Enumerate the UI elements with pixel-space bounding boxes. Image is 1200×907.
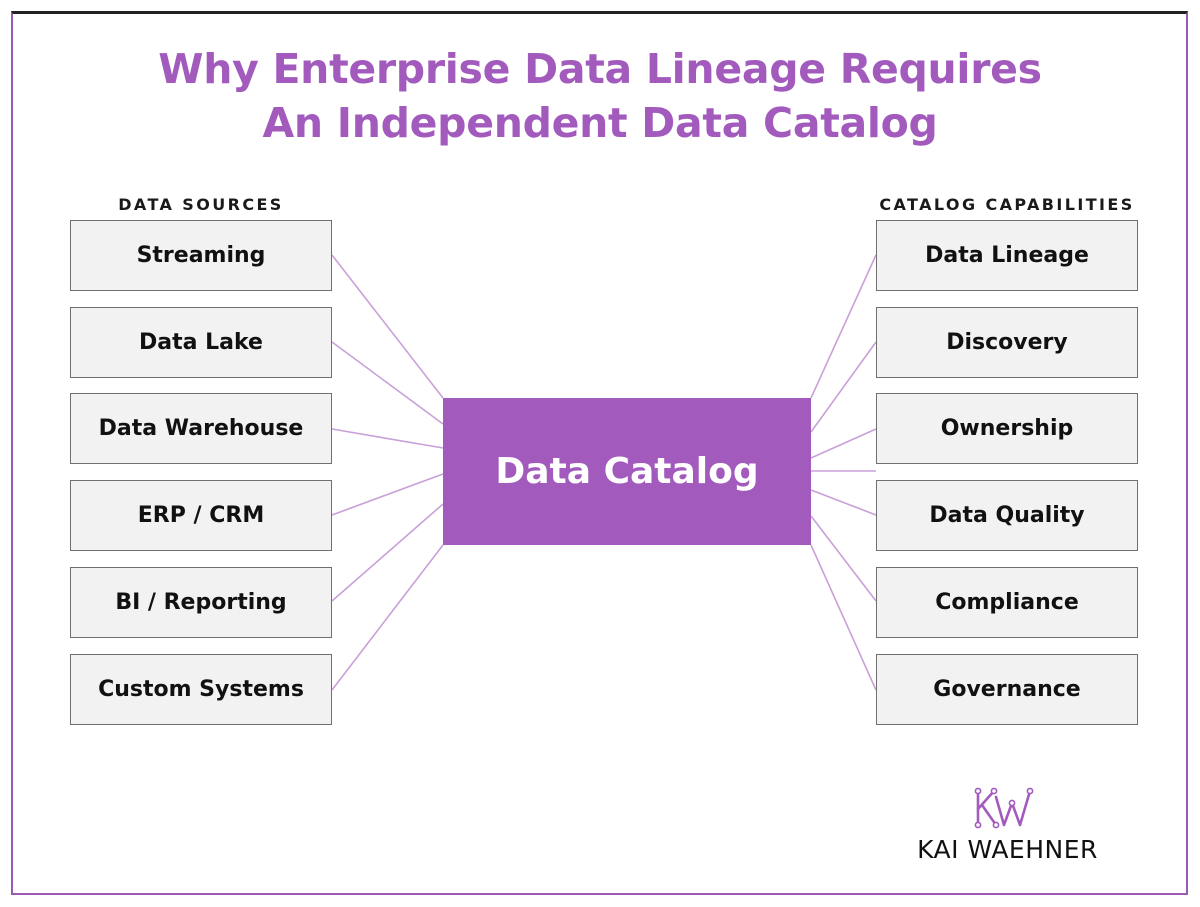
- connector-erp-crm: [331, 473, 444, 516]
- diagram-title: Why Enterprise Data Lineage Requires An …: [0, 42, 1200, 150]
- capability-node-data-quality: Data Quality: [876, 480, 1138, 551]
- data-catalog-hub: Data Catalog: [443, 398, 811, 545]
- source-node-custom-systems: Custom Systems: [70, 654, 332, 725]
- brand-logo: KAI WAEHNER: [900, 785, 1115, 865]
- source-node-bi-reporting: BI / Reporting: [70, 567, 332, 638]
- capability-node-governance: Governance: [876, 654, 1138, 725]
- logo-wordmark: KAI WAEHNER: [917, 835, 1098, 864]
- connector-discovery: [810, 341, 877, 433]
- connector-data-quality: [810, 489, 877, 516]
- capability-node-data-lineage: Data Lineage: [876, 220, 1138, 291]
- source-node-streaming: Streaming: [70, 220, 332, 291]
- connector-ownership: [810, 428, 877, 459]
- capability-node-discovery: Discovery: [876, 307, 1138, 378]
- source-node-data-warehouse: Data Warehouse: [70, 393, 332, 464]
- kw-monogram-icon: [974, 787, 1034, 829]
- connector-data-lineage: [810, 254, 877, 399]
- data-sources-header: DATA SOURCES: [118, 195, 284, 214]
- connector-data-lake: [331, 341, 444, 425]
- connector-custom-systems: [331, 544, 444, 691]
- connector-governance: [810, 544, 877, 691]
- connector-bi-reporting: [331, 503, 444, 602]
- connector-streaming: [331, 254, 444, 399]
- capability-node-ownership: Ownership: [876, 393, 1138, 464]
- catalog-capabilities-header: CATALOG CAPABILITIES: [879, 195, 1135, 214]
- connector-compliance: [810, 515, 877, 602]
- title-line-2: An Independent Data Catalog: [262, 99, 938, 147]
- source-node-data-lake: Data Lake: [70, 307, 332, 378]
- capability-node-compliance: Compliance: [876, 567, 1138, 638]
- source-node-erp-crm: ERP / CRM: [70, 480, 332, 551]
- title-line-1: Why Enterprise Data Lineage Requires: [158, 45, 1042, 93]
- connector-data-warehouse: [331, 428, 444, 449]
